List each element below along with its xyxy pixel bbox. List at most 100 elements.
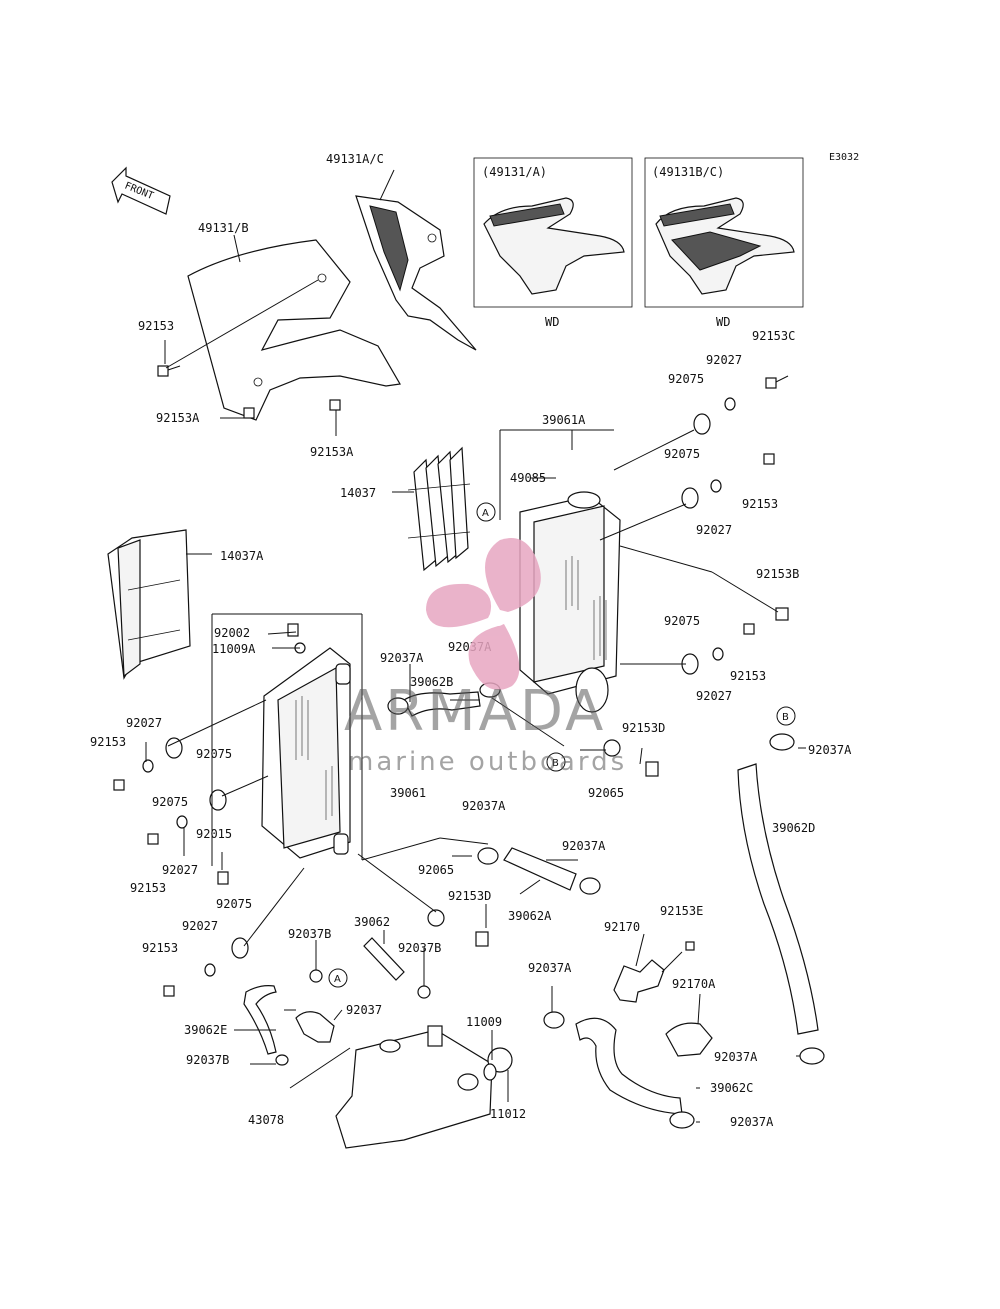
bracket-92037 xyxy=(295,1011,335,1043)
radiator-right xyxy=(519,491,621,713)
part-label: 92075 xyxy=(216,897,252,911)
part-label: 92037A xyxy=(808,743,852,757)
callout-b: B xyxy=(776,706,796,726)
part-label: 92037 xyxy=(346,1003,382,1017)
hose-39062a xyxy=(503,847,577,891)
part-label: 39062B xyxy=(410,675,453,689)
part-label: 92153E xyxy=(660,904,703,918)
part-label: 43078 xyxy=(248,1113,284,1127)
bracket-92170 xyxy=(613,959,665,1003)
radiator-grille-right xyxy=(407,446,471,572)
part-label: 92065 xyxy=(418,863,454,877)
part-label: 92153D xyxy=(448,889,491,903)
leader-lines xyxy=(145,169,806,1123)
part-label: 92027 xyxy=(706,353,742,367)
part-label: 92027 xyxy=(696,689,732,703)
part-label: 92153 xyxy=(730,669,766,683)
svg-text:A: A xyxy=(334,974,341,985)
callout-b: B xyxy=(546,752,566,772)
part-label: 92075 xyxy=(668,372,704,386)
part-label: 92037B xyxy=(398,941,441,955)
front-arrow-icon: FRONT xyxy=(111,166,171,215)
part-label: 92037A xyxy=(562,839,606,853)
part-label: 92037A xyxy=(462,799,506,813)
hose-39062 xyxy=(363,937,405,981)
part-label: 39062 xyxy=(354,915,390,929)
part-label: 92153C xyxy=(752,329,795,343)
part-label: 11012 xyxy=(490,1107,526,1121)
part-label: 92037A xyxy=(528,961,572,975)
part-label: 39062D xyxy=(772,821,815,835)
radiator-left xyxy=(261,647,351,859)
callout-a: A xyxy=(328,968,348,988)
armada-watermark: ARMADA marine outboards xyxy=(344,538,627,777)
reservoir-tank xyxy=(335,1025,493,1149)
part-label: 92065 xyxy=(588,786,624,800)
callout-a: A xyxy=(476,502,496,522)
part-label: 92037B xyxy=(186,1053,229,1067)
svg-text:B: B xyxy=(552,758,559,769)
part-label: 92153D xyxy=(622,721,665,735)
part-label: 92027 xyxy=(182,919,218,933)
inset-title: (49131/A) xyxy=(482,165,547,179)
bracket-92170a xyxy=(665,1022,713,1057)
inset-caption: WD xyxy=(545,315,559,329)
svg-text:A: A xyxy=(482,508,489,519)
part-label: 92153 xyxy=(138,319,174,333)
part-label: 39061A xyxy=(542,413,586,427)
part-label: 92027 xyxy=(162,863,198,877)
part-label: 92153B xyxy=(756,567,799,581)
part-label: 92075 xyxy=(152,795,188,809)
part-label: 14037A xyxy=(220,549,264,563)
part-label: 92037A xyxy=(730,1115,774,1129)
part-label: 39062C xyxy=(710,1081,753,1095)
bolt-icons xyxy=(113,365,789,997)
part-label: 92153 xyxy=(90,735,126,749)
svg-text:B: B xyxy=(782,712,789,723)
part-label: 92153 xyxy=(142,941,178,955)
part-label: 92153A xyxy=(310,445,354,459)
part-label: 92153A xyxy=(156,411,200,425)
radiator-shroud-left xyxy=(187,239,401,421)
radiator-grille-left xyxy=(107,529,191,680)
diagram-code: E3032 xyxy=(829,152,859,163)
part-label: 92015 xyxy=(196,827,232,841)
part-label: 92075 xyxy=(664,447,700,461)
part-label: 92170 xyxy=(604,920,640,934)
hose-39062b xyxy=(403,691,481,717)
part-label: 92027 xyxy=(696,523,732,537)
part-label: 92037A xyxy=(714,1050,758,1064)
part-label: 92153 xyxy=(742,497,778,511)
inset-49131a: (49131/A) WD xyxy=(473,157,633,329)
part-label: 39062E xyxy=(184,1023,227,1037)
part-label: 14037 xyxy=(340,486,376,500)
inset-caption: WD xyxy=(716,315,730,329)
radiator-shroud-right xyxy=(355,195,477,351)
part-label: 92037A xyxy=(380,651,424,665)
inset-title: (49131B/C) xyxy=(652,165,724,179)
part-label: 11009A xyxy=(212,642,256,656)
hose-39062c xyxy=(575,1017,683,1115)
part-label: 49085 xyxy=(510,471,546,485)
part-label: 39061 xyxy=(390,786,426,800)
hose-39062e xyxy=(243,985,277,1055)
part-label: 49131A/C xyxy=(326,152,384,166)
part-label: 92027 xyxy=(126,716,162,730)
part-label: 92153 xyxy=(130,881,166,895)
part-label: 11009 xyxy=(466,1015,502,1029)
hose-clamp-icons xyxy=(275,682,825,1129)
inset-49131bc: (49131B/C) WD xyxy=(644,157,804,329)
part-label: 92075 xyxy=(196,747,232,761)
watermark-title: ARMADA xyxy=(344,679,606,744)
part-label: 92170A xyxy=(672,977,716,991)
part-label: 49131/B xyxy=(198,221,249,235)
watermark-subtitle: marine outboards xyxy=(348,747,627,777)
part-label: 39062A xyxy=(508,909,552,923)
propeller-logo-icon xyxy=(426,538,541,690)
hose-39062d xyxy=(737,763,819,1035)
part-labels: 49131A/C 49131/B 92153 92153A 92153A 920… xyxy=(90,152,852,1129)
part-label: 92037B xyxy=(288,927,331,941)
part-label: 92002 xyxy=(214,626,250,640)
part-label: 92075 xyxy=(664,614,700,628)
